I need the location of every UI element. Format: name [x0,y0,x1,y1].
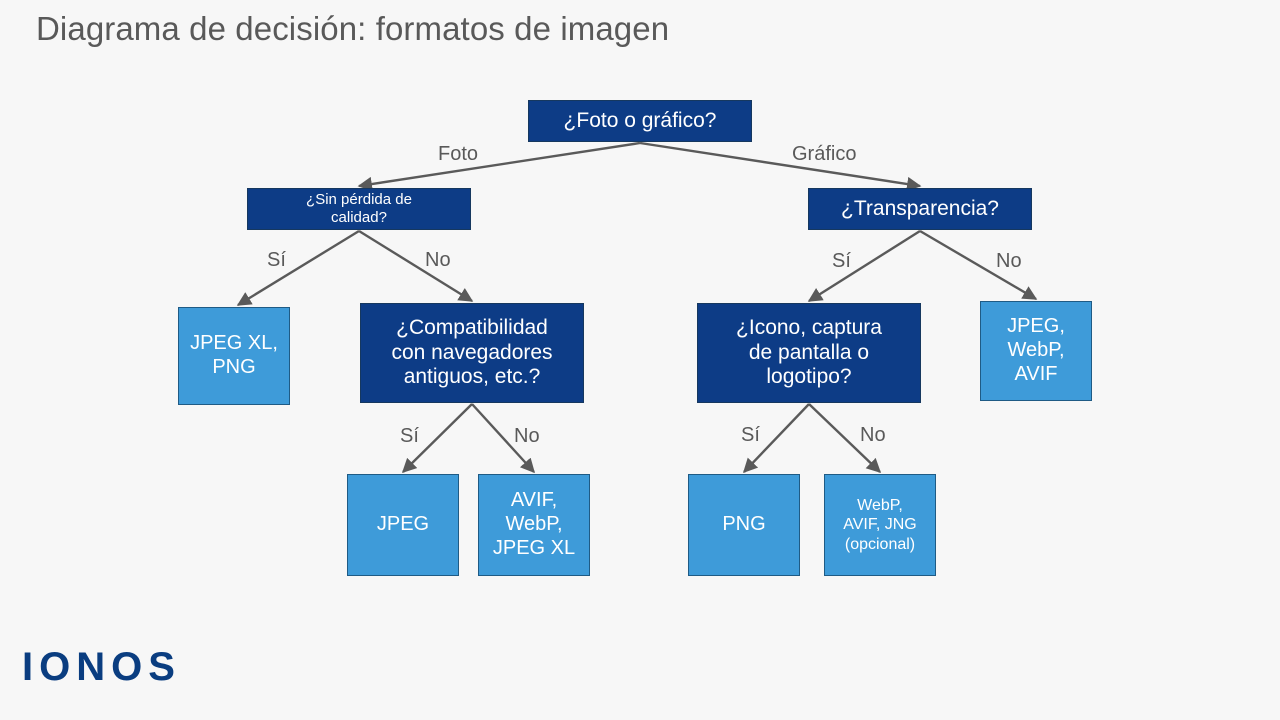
node-label: ¿Icono, captura de pantalla o logotipo? [736,315,882,389]
edge-root-lossless [357,141,641,192]
node-avif-webp-jxl[interactable]: AVIF, WebP, JPEG XL [478,474,590,576]
node-label: AVIF, WebP, JPEG XL [492,489,576,559]
node-jpeg[interactable]: JPEG [347,474,459,576]
edge-lossless-jpegxlpng [236,229,360,307]
edge-lossless-compat [358,229,474,303]
node-jpeg-webp-avif[interactable]: JPEG, WebP, AVIF [980,301,1092,401]
node-label: PNG [722,513,766,536]
edge-label-compat-avif: No [514,425,540,447]
edge-label-root-lossless: Foto [438,143,479,165]
node-label: ¿Compatibilidad con navegadores antiguos… [391,315,553,389]
edge-label-transparency-jpegwebp: No [996,250,1022,272]
edge-compat-avif [471,403,535,474]
node-label: JPEG [376,513,430,536]
node-icon-shot[interactable]: ¿Icono, captura de pantalla o logotipo? [697,303,921,403]
node-transparency[interactable]: ¿Transparencia? [808,188,1032,230]
edge-icon-webpavif [808,403,882,473]
edge-label-root-transparency: Gráfico [792,143,857,165]
node-label: JPEG, WebP, AVIF [1007,315,1065,385]
page-title: Diagrama de decisión: formatos de imagen [36,10,670,47]
edge-transparency-jpegwebp [919,229,1038,301]
edge-label-lossless-jpegxlpng: Sí [267,249,286,271]
node-compat[interactable]: ¿Compatibilidad con navegadores antiguos… [360,303,584,403]
node-root[interactable]: ¿Foto o gráfico? [528,100,752,142]
edge-transparency-icon [807,229,921,303]
edge-root-transparency [639,141,922,192]
node-label: ¿Transparencia? [841,196,999,220]
node-jpegxl-png[interactable]: JPEG XL, PNG [178,307,290,405]
node-webp-avif-jng[interactable]: WebP, AVIF, JNG (opcional) [824,474,936,576]
edge-icon-png [743,403,810,474]
node-label: ¿Foto o gráfico? [563,108,717,132]
edge-label-transparency-icon: Sí [832,250,851,272]
node-label: ¿Sin pérdida de calidad? [306,191,412,226]
node-label: WebP, AVIF, JNG (opcional) [843,497,917,553]
edge-compat-jpeg [401,403,473,474]
edge-label-icon-webpavif: No [860,424,886,446]
edge-label-icon-png: Sí [741,424,760,446]
node-label: JPEG XL, PNG [190,332,278,378]
ionos-logo: IONOS [22,645,181,689]
node-png[interactable]: PNG [688,474,800,576]
edge-label-lossless-compat: No [425,249,451,271]
edge-label-compat-jpeg: Sí [400,425,419,447]
node-lossless[interactable]: ¿Sin pérdida de calidad? [247,188,471,230]
